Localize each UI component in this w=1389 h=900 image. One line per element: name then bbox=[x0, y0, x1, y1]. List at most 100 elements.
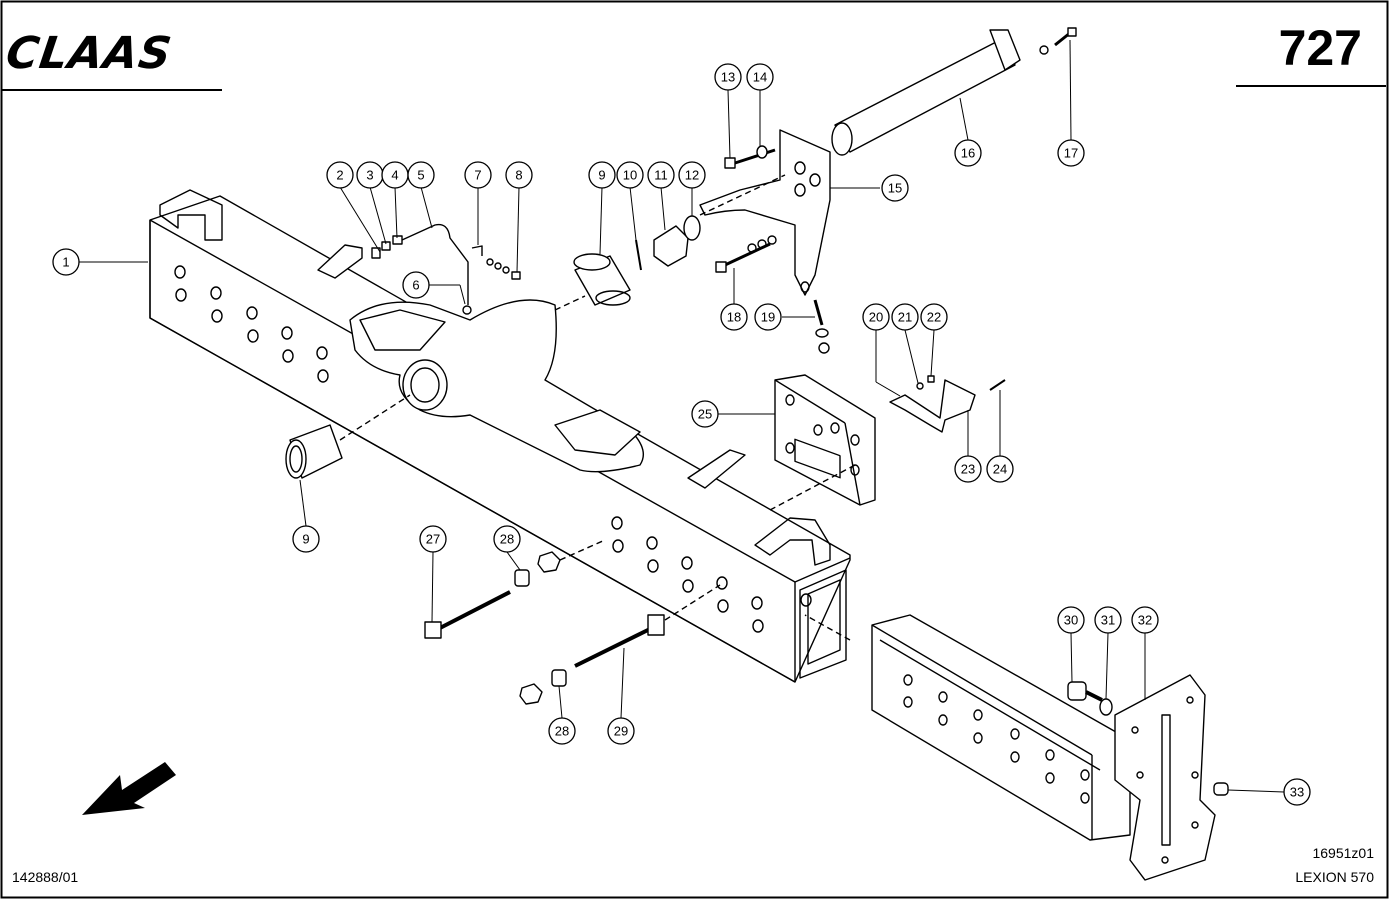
callout-label: 4 bbox=[391, 168, 398, 183]
callout-circle bbox=[1283, 778, 1311, 806]
callout-circle bbox=[588, 161, 616, 189]
callout-28: 28 bbox=[493, 525, 521, 553]
callout-circle bbox=[1057, 139, 1085, 167]
callout-label: 27 bbox=[426, 532, 440, 547]
callout-label: 19 bbox=[761, 310, 775, 325]
callout-13: 13 bbox=[714, 63, 742, 91]
callout-circle bbox=[714, 63, 742, 91]
callout-circle bbox=[920, 303, 948, 331]
callout-14: 14 bbox=[746, 63, 774, 91]
axle-pivot-casting bbox=[349, 299, 644, 473]
callout-6: 6 bbox=[402, 271, 430, 299]
exploded-drawing bbox=[79, 27, 1285, 881]
callout-4: 4 bbox=[381, 161, 409, 189]
callout-label: 8 bbox=[515, 168, 522, 183]
callout-circle bbox=[862, 303, 890, 331]
callout-circle bbox=[881, 174, 909, 202]
callout-25: 25 bbox=[691, 400, 719, 428]
callout-circle bbox=[505, 161, 533, 189]
callout-27: 27 bbox=[419, 525, 447, 553]
claas-logo: CLAAS bbox=[2, 28, 222, 91]
callout-circle bbox=[493, 525, 521, 553]
callout-circle bbox=[746, 63, 774, 91]
callout-18: 18 bbox=[720, 303, 748, 331]
callout-28: 28 bbox=[548, 717, 576, 745]
callout-19: 19 bbox=[754, 303, 782, 331]
callout-12: 12 bbox=[678, 161, 706, 189]
callout-21: 21 bbox=[891, 303, 919, 331]
callout-label: 25 bbox=[698, 407, 712, 422]
callout-label: 20 bbox=[869, 310, 883, 325]
bushing-left bbox=[285, 424, 343, 479]
sensor-bracket bbox=[889, 375, 1006, 433]
callout-label: 23 bbox=[961, 462, 975, 477]
callout-15: 15 bbox=[881, 174, 909, 202]
axle-beam bbox=[149, 189, 851, 683]
callout-9: 9 bbox=[292, 525, 320, 553]
callout-7: 7 bbox=[464, 161, 492, 189]
callout-circle bbox=[954, 139, 982, 167]
callout-label: 17 bbox=[1064, 146, 1078, 161]
callout-label: 7 bbox=[474, 168, 481, 183]
callout-label: 28 bbox=[500, 532, 514, 547]
callout-label: 28 bbox=[555, 724, 569, 739]
callout-circle bbox=[548, 717, 576, 745]
doc-number: 142888/01 bbox=[12, 869, 78, 885]
callout-22: 22 bbox=[920, 303, 948, 331]
callout-circle bbox=[1094, 606, 1122, 634]
muffler bbox=[831, 27, 1077, 156]
bushing-upper bbox=[573, 253, 631, 306]
nut-pin-washer bbox=[635, 215, 701, 271]
callout-label: 22 bbox=[927, 310, 941, 325]
callout-circle bbox=[326, 161, 354, 189]
long-bolts bbox=[424, 539, 721, 705]
callout-20: 20 bbox=[862, 303, 890, 331]
callout-8: 8 bbox=[505, 161, 533, 189]
callout-circle bbox=[1131, 606, 1159, 634]
callout-label: 3 bbox=[366, 168, 373, 183]
callout-circle bbox=[464, 161, 492, 189]
callout-label: 13 bbox=[721, 70, 735, 85]
callout-label: 21 bbox=[898, 310, 912, 325]
callout-circle bbox=[402, 271, 430, 299]
support-bracket bbox=[699, 129, 831, 296]
callout-17: 17 bbox=[1057, 139, 1085, 167]
callout-circle bbox=[954, 455, 982, 483]
callout-circle bbox=[891, 303, 919, 331]
callout-circle bbox=[52, 248, 80, 276]
callout-circle bbox=[407, 161, 435, 189]
callout-label: 2 bbox=[336, 168, 343, 183]
callout-label: 18 bbox=[727, 310, 741, 325]
callout-31: 31 bbox=[1094, 606, 1122, 634]
callout-label: 32 bbox=[1138, 613, 1152, 628]
callout-circle bbox=[986, 455, 1014, 483]
callout-label: 9 bbox=[302, 532, 309, 547]
callout-circle bbox=[1057, 606, 1085, 634]
callout-10: 10 bbox=[616, 161, 644, 189]
lube-line-parts bbox=[317, 223, 521, 315]
callout-circle bbox=[691, 400, 719, 428]
callout-circle bbox=[419, 525, 447, 553]
extension-beam bbox=[804, 614, 1131, 841]
callout-label: 15 bbox=[888, 181, 902, 196]
callout-circle bbox=[720, 303, 748, 331]
callout-circle bbox=[678, 161, 706, 189]
callout-label: 12 bbox=[685, 168, 699, 183]
end-plate bbox=[1114, 674, 1216, 881]
callout-30: 30 bbox=[1057, 606, 1085, 634]
callout-label: 1 bbox=[62, 255, 69, 270]
callout-label: 6 bbox=[412, 278, 419, 293]
callout-circle bbox=[616, 161, 644, 189]
callout-2: 2 bbox=[326, 161, 354, 189]
logo-text: CLAAS bbox=[3, 28, 175, 79]
callout-circle bbox=[647, 161, 675, 189]
end-fasteners bbox=[1067, 681, 1229, 796]
callout-3: 3 bbox=[356, 161, 384, 189]
drawing-code: 16951z01 bbox=[1312, 845, 1374, 861]
page-number-block: 727 bbox=[1236, 20, 1386, 87]
callout-33: 33 bbox=[1283, 778, 1311, 806]
callout-label: 5 bbox=[417, 168, 424, 183]
model-name: LEXION 570 bbox=[1295, 869, 1374, 885]
beam-holes bbox=[174, 265, 812, 633]
